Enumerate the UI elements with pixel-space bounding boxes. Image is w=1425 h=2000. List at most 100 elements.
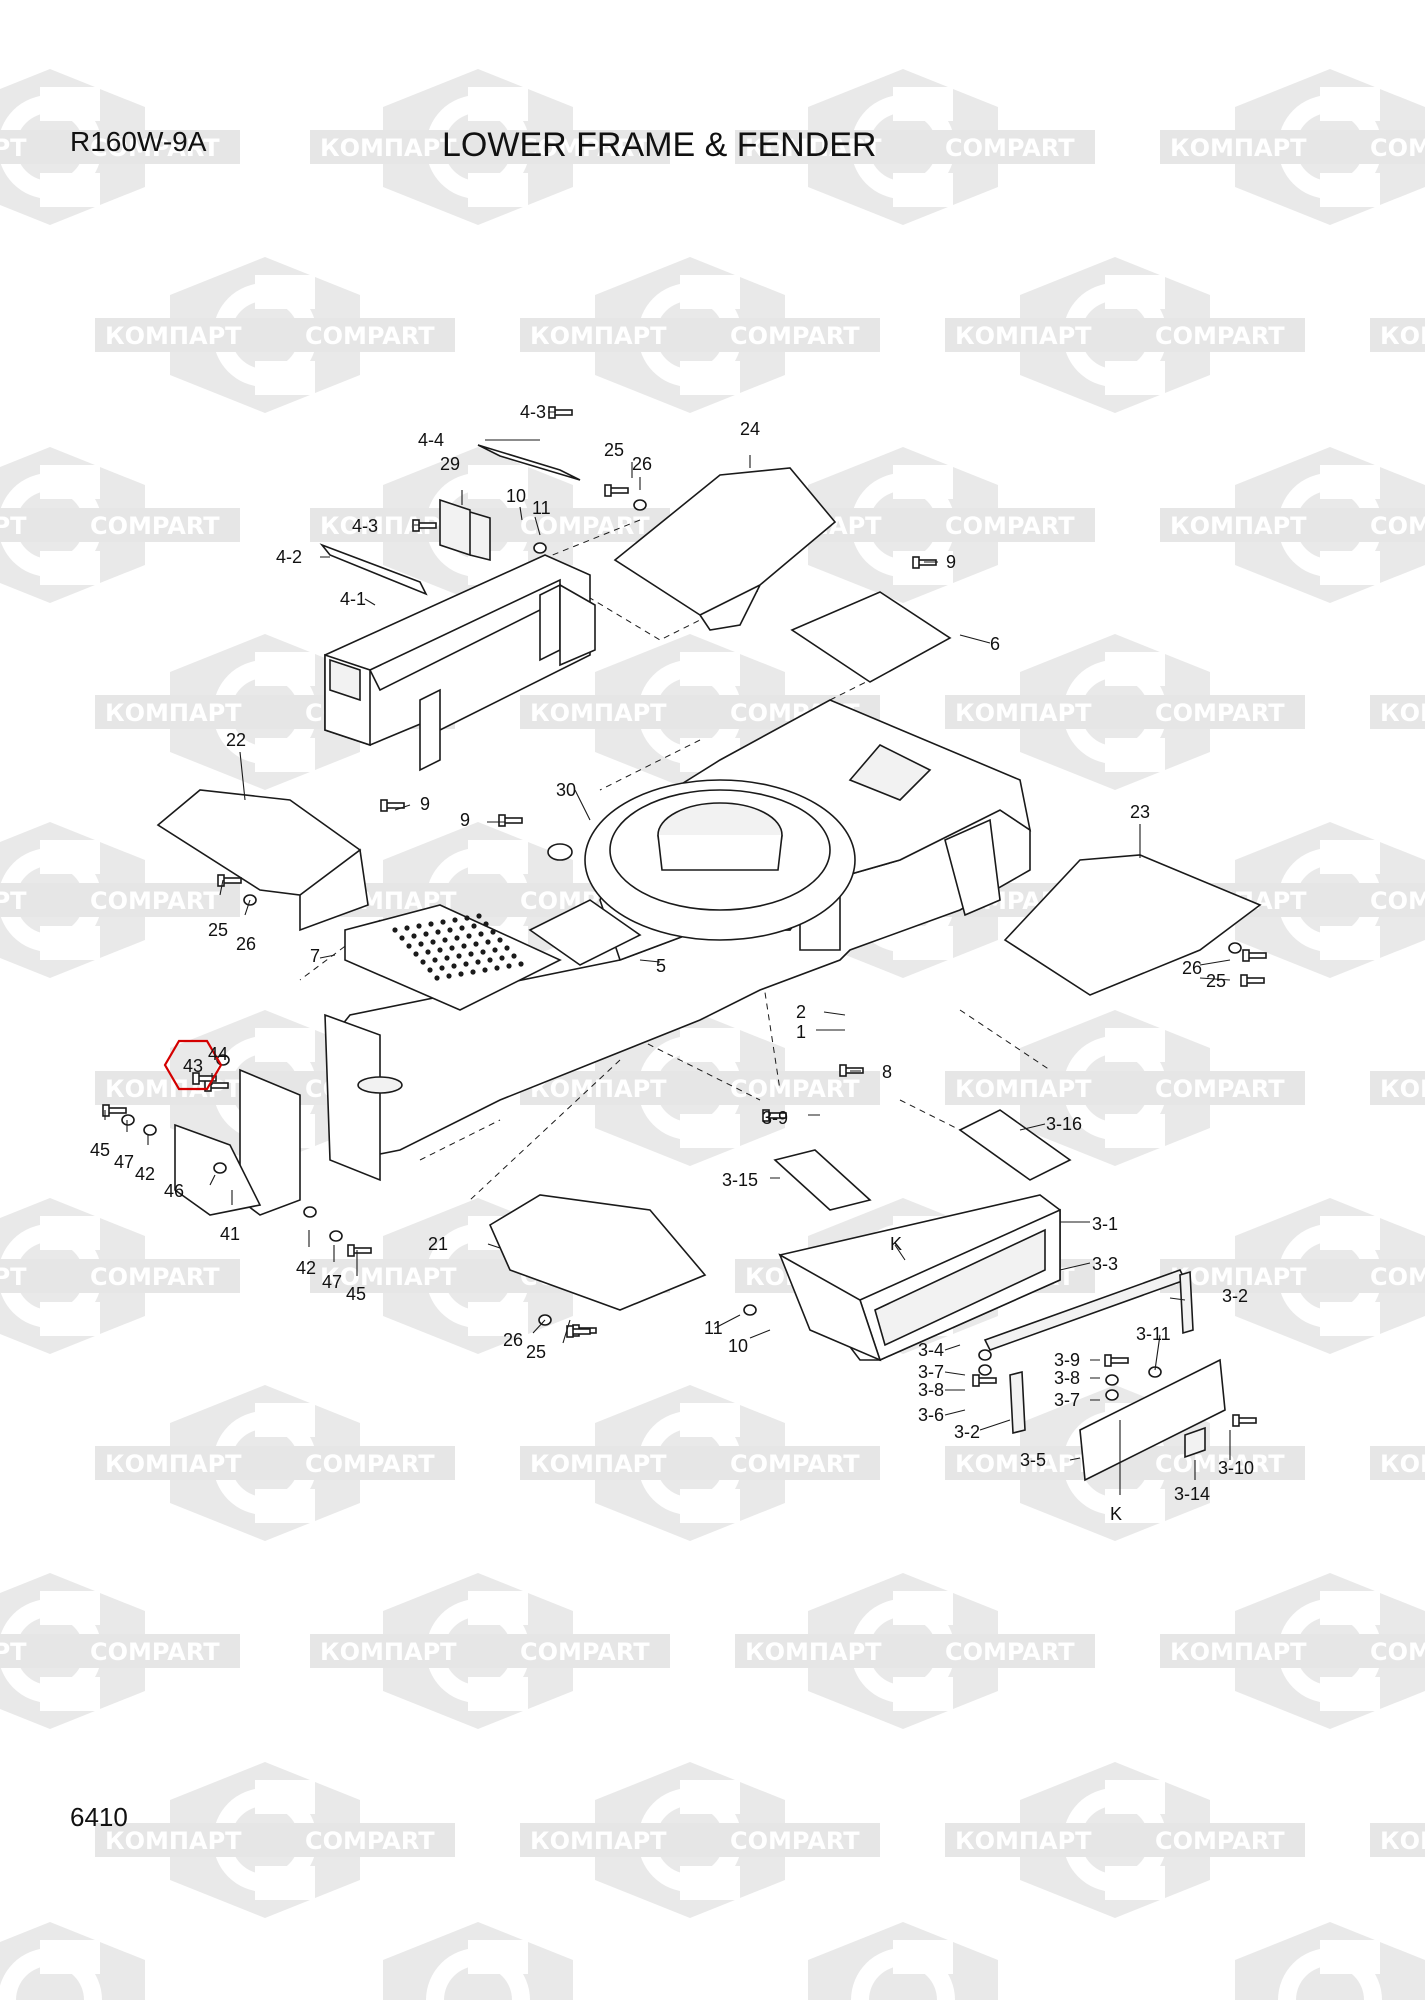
vent-hole <box>492 947 498 953</box>
washer-icon <box>1105 1389 1119 1401</box>
watermark-text: КОМПАРТ <box>1170 1263 1307 1291</box>
callout-3-1: 3-1 <box>1092 1214 1118 1234</box>
watermark-text: COMPART <box>90 1638 220 1666</box>
callout-3-9-right: 3-9 <box>1054 1350 1080 1370</box>
callout-3-7-right: 3-7 <box>1054 1390 1080 1410</box>
fender-24 <box>613 467 837 631</box>
callout-45-bottom: 45 <box>346 1284 366 1304</box>
callout-43[interactable]: 43 <box>183 1056 203 1076</box>
vent-hole <box>499 955 505 961</box>
washer-icon <box>329 1230 343 1242</box>
callout-3-2-left: 3-2 <box>954 1422 980 1442</box>
watermark-text: COMPART <box>1370 1638 1425 1666</box>
bolt-icon <box>498 814 523 827</box>
vent-hole <box>449 945 455 951</box>
watermark-band <box>520 1446 880 1480</box>
watermark-text: COMPART <box>1155 1075 1285 1103</box>
vent-hole <box>466 933 472 939</box>
vent-hole <box>446 973 452 979</box>
watermark-text: КОМПАРТ <box>530 322 667 350</box>
watermark-badge <box>0 1922 145 2000</box>
watermark-text: COMPART <box>520 1638 650 1666</box>
callout-2: 2 <box>796 1002 806 1022</box>
swing-bearing-ring <box>547 779 856 941</box>
watermark-text: КОМПАРТ <box>1170 512 1307 540</box>
watermark-text: КОМПАРТ <box>955 322 1092 350</box>
watermark-band <box>0 130 240 164</box>
watermark-text: COMPART <box>1370 887 1425 915</box>
callout-3-11: 3-11 <box>1136 1324 1171 1344</box>
watermark-band <box>1370 1823 1425 1857</box>
vent-hole <box>440 919 446 925</box>
watermark-band <box>95 1446 455 1480</box>
bolt-icon <box>102 1104 127 1117</box>
vent-hole <box>439 965 445 971</box>
watermark-text: COMPART <box>945 512 1075 540</box>
vent-hole <box>430 939 436 945</box>
watermark-text: КОМПАРТ <box>530 699 667 727</box>
callout-9-right: 9 <box>946 552 956 572</box>
callout-42-left: 42 <box>135 1164 155 1184</box>
callout-47-left: 47 <box>114 1152 134 1172</box>
cover-plate-3-15 <box>773 1149 872 1211</box>
bolt-icon <box>347 1244 372 1257</box>
callout-4-2: 4-2 <box>276 547 302 567</box>
callout-5: 5 <box>656 956 666 976</box>
vent-hole <box>425 949 431 955</box>
callout-45-left: 45 <box>90 1140 110 1160</box>
washer-icon <box>143 1124 157 1136</box>
callout-3-14: 3-14 <box>1174 1484 1210 1504</box>
fender-22 <box>156 789 369 932</box>
washer-icon <box>1228 942 1242 954</box>
vent-hole <box>504 945 510 951</box>
watermark-band <box>0 883 240 917</box>
bolt-icon <box>192 1072 217 1085</box>
watermark-band <box>0 1634 240 1668</box>
vent-hole <box>518 961 524 967</box>
watermark-text: КОМПАРТ <box>1380 1827 1425 1855</box>
watermark-band <box>945 695 1305 729</box>
vent-hole <box>454 935 460 941</box>
vent-hole <box>497 937 503 943</box>
frame-drawing <box>102 406 1267 1482</box>
watermark-text: COMPART <box>90 512 220 540</box>
callout-3-10: 3-10 <box>1218 1458 1254 1478</box>
watermark-band <box>1370 318 1425 352</box>
callout-3-7-left: 3-7 <box>918 1362 944 1382</box>
watermark-text: КОМПАРТ <box>0 887 27 915</box>
callout-k-bottom: K <box>1110 1504 1122 1524</box>
washer-icon <box>121 1114 135 1126</box>
washer-icon <box>978 1349 992 1361</box>
bolt-icon <box>380 799 405 812</box>
watermark-text: КОМПАРТ <box>1170 1638 1307 1666</box>
vent-hole <box>420 959 426 965</box>
callout-26-right: 26 <box>1182 958 1202 978</box>
bolt-icon <box>1232 1414 1257 1427</box>
callout-3-4: 3-4 <box>918 1340 944 1360</box>
vent-hole <box>470 969 476 975</box>
watermark-band <box>520 1071 880 1105</box>
callout-29: 29 <box>440 454 460 474</box>
vent-hole <box>413 951 419 957</box>
vent-hole <box>483 921 489 927</box>
callout-26-top: 26 <box>632 454 652 474</box>
vent-hole <box>442 937 448 943</box>
callout-26-left: 26 <box>236 934 256 954</box>
step-assembly-left <box>324 554 596 772</box>
watermark-band <box>1370 1446 1425 1480</box>
bolt-icon <box>1240 974 1265 987</box>
callout-30: 30 <box>556 780 576 800</box>
cover-plate-6 <box>790 591 952 683</box>
callout-3-9-top: 3-9 <box>762 1108 788 1128</box>
vent-hole <box>434 975 440 981</box>
callout-3-16: 3-16 <box>1046 1114 1082 1134</box>
vent-hole <box>506 963 512 969</box>
watermark-text: КОМПАРТ <box>530 1827 667 1855</box>
watermark: КОМПАРТ COMPART КОМПАРТ COMPART КОМПАРТ COMPA… <box>0 69 1425 2000</box>
watermark-text: КОМПАРТ <box>1170 134 1307 162</box>
vent-hole <box>452 917 458 923</box>
watermark-band <box>945 1071 1305 1105</box>
callout-21: 21 <box>428 1234 448 1254</box>
callout-4-4: 4-4 <box>418 430 444 450</box>
latch-3-14 <box>1184 1426 1206 1459</box>
